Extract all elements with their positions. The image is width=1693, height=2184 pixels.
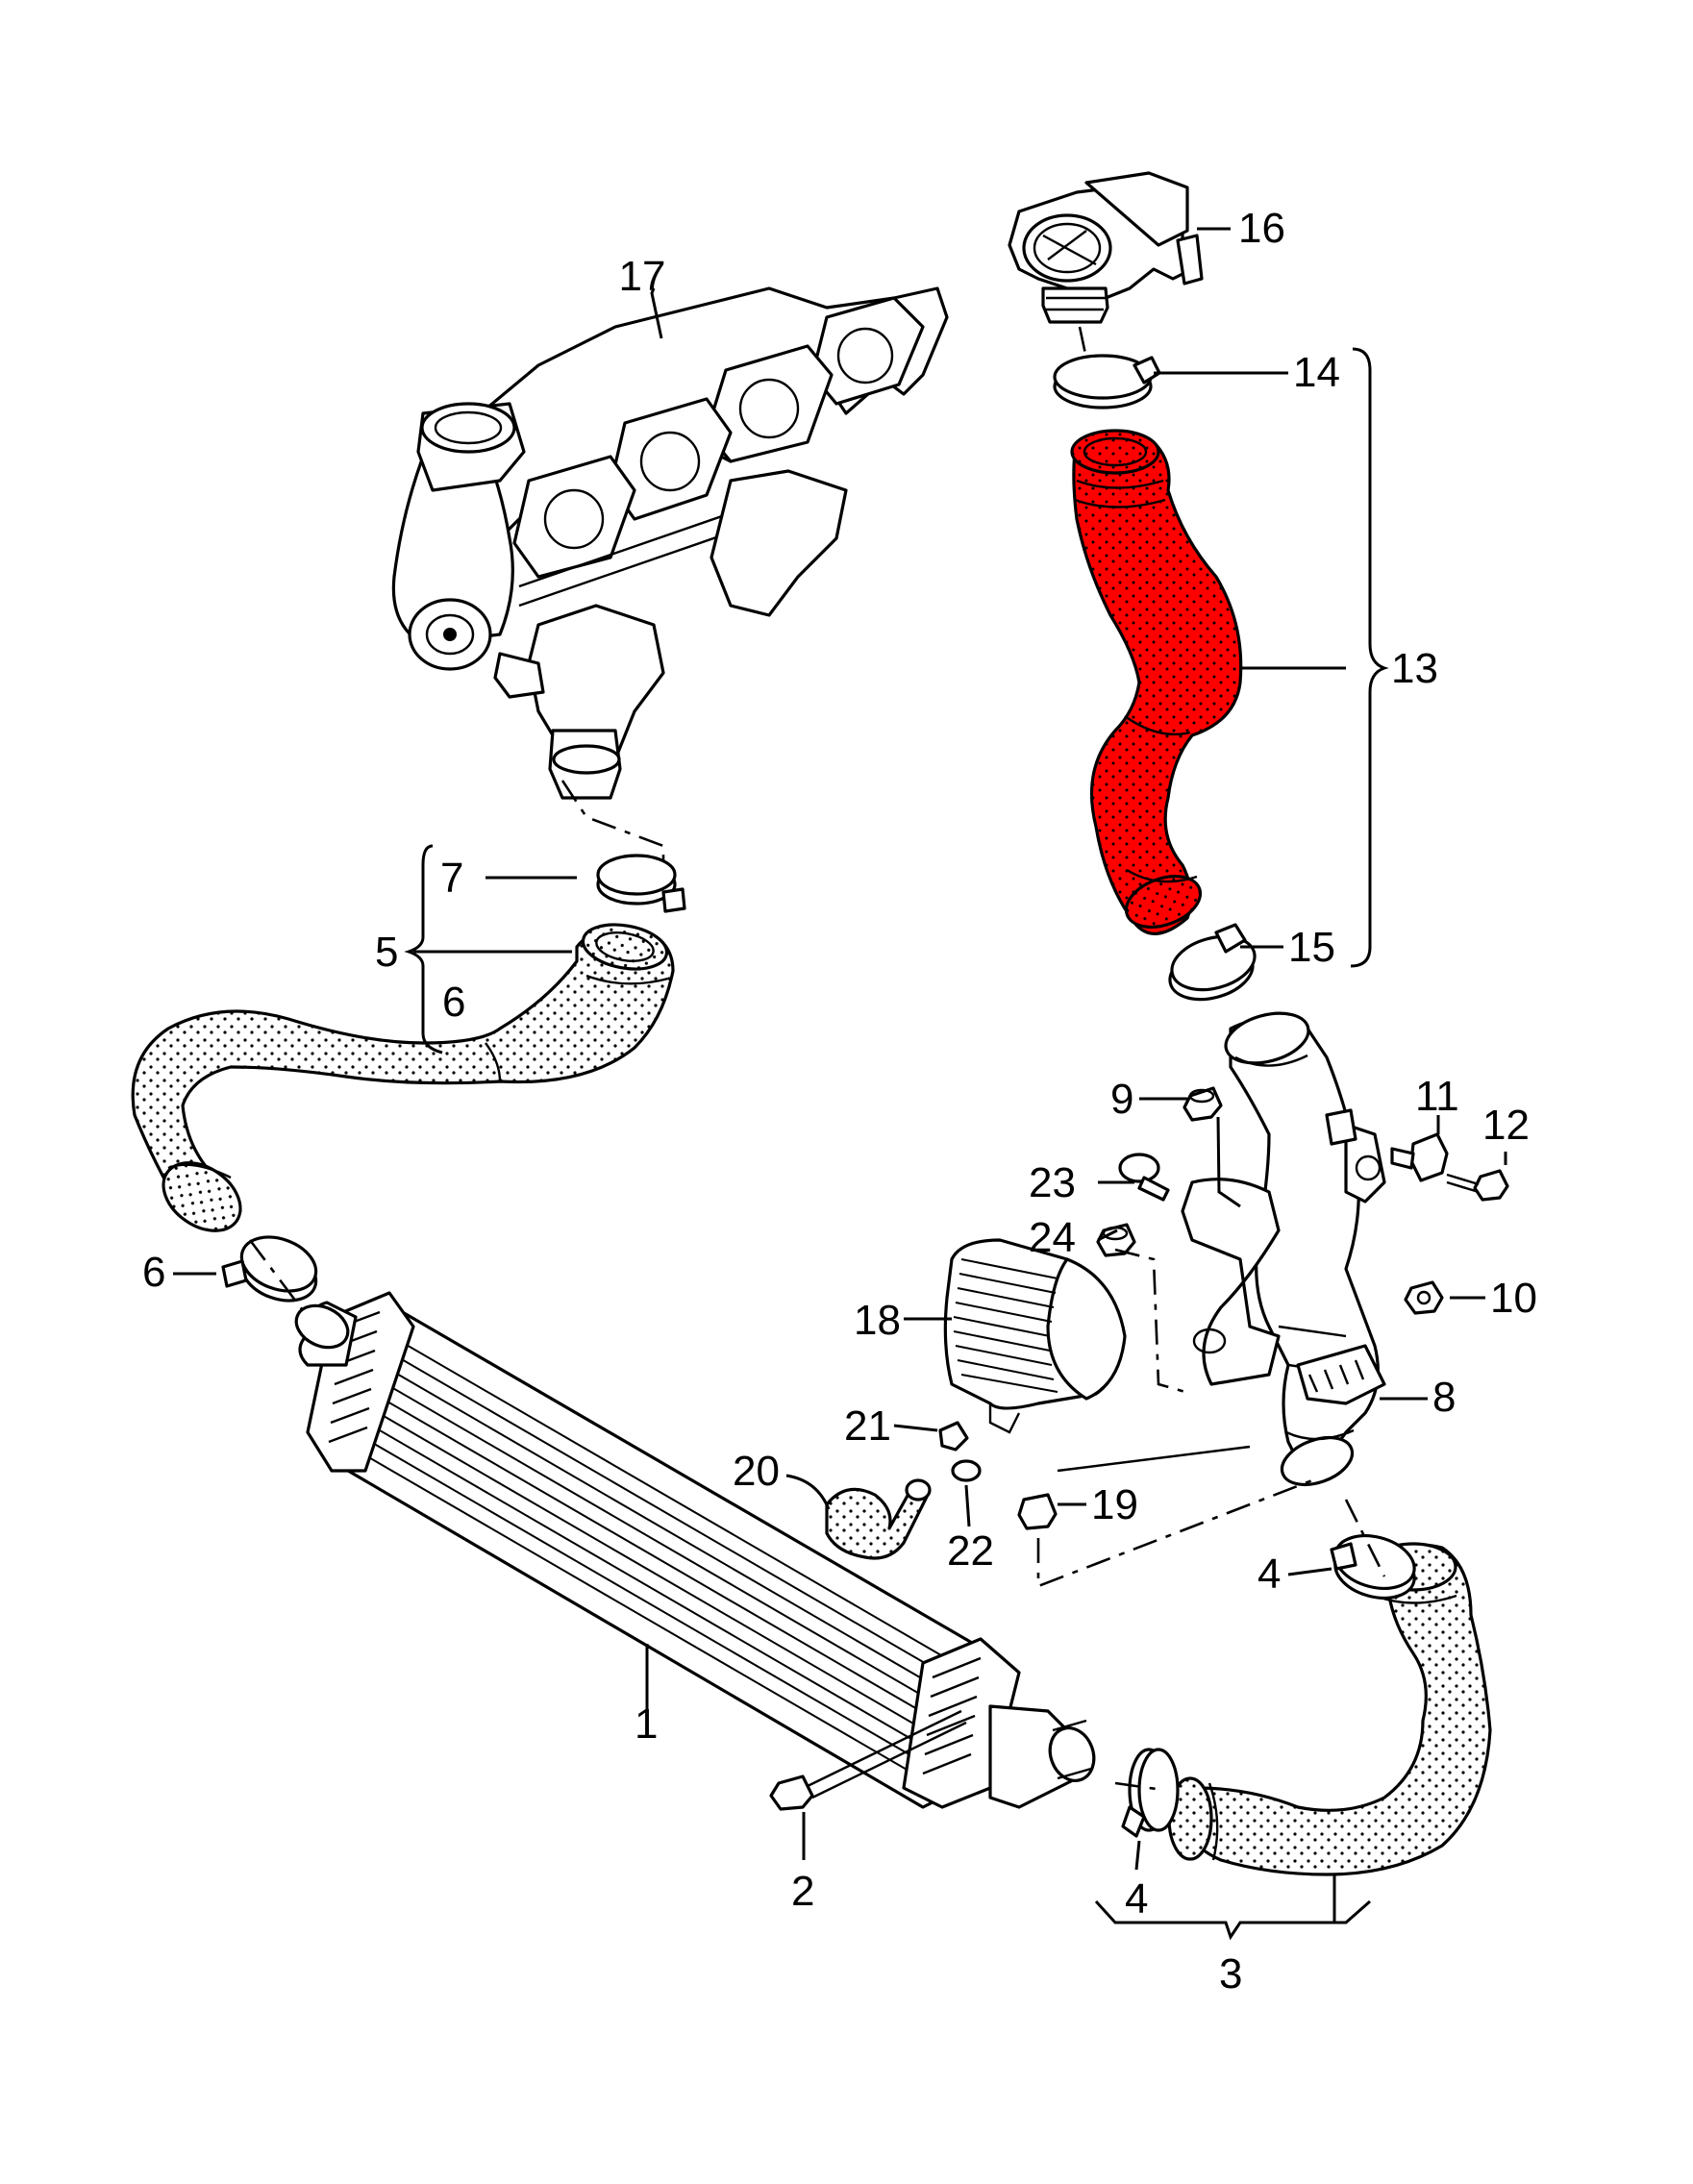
nut-9 — [1183, 1086, 1223, 1122]
intercooler-1 — [294, 1291, 1096, 1809]
clamp-21 — [938, 1421, 969, 1452]
callout-4-upper: 4 — [1257, 1551, 1281, 1598]
callout-9: 9 — [1110, 1076, 1133, 1123]
bolt-12 — [1446, 1169, 1509, 1202]
callout-14: 14 — [1293, 349, 1340, 396]
bolt-2 — [769, 1709, 967, 1811]
throttle-valve-unit — [1008, 171, 1204, 324]
clamp-22 — [951, 1459, 982, 1482]
hose-clamp-4-lower — [1121, 1748, 1180, 1838]
grommet-11 — [1390, 1132, 1449, 1182]
hose-clamp-6 — [221, 1235, 318, 1303]
connecting-pipe-8 — [1181, 1011, 1386, 1487]
callout-13: 13 — [1391, 645, 1438, 692]
callout-21: 21 — [844, 1402, 891, 1450]
nut-19 — [1017, 1493, 1058, 1530]
callout-3: 3 — [1219, 1950, 1242, 1998]
callout-12: 12 — [1482, 1102, 1530, 1149]
callout-22: 22 — [947, 1527, 994, 1575]
turbocharger-manifold — [391, 286, 949, 800]
hose-clamp-15 — [1168, 923, 1257, 1002]
pressure-hose-13 — [1070, 429, 1243, 935]
callout-8: 8 — [1432, 1374, 1456, 1421]
bolt-23 — [1118, 1153, 1170, 1202]
callout-6-lower: 6 — [142, 1249, 165, 1296]
callout-5: 5 — [375, 929, 398, 976]
callout-7: 7 — [440, 855, 463, 902]
callout-11: 11 — [1415, 1073, 1459, 1120]
callout-20: 20 — [733, 1448, 780, 1495]
pressure-hose-6 — [131, 923, 675, 1232]
hose-clamp-14 — [1053, 354, 1161, 410]
callout-15: 15 — [1288, 924, 1335, 971]
leader-lines — [173, 227, 1507, 1941]
nut-24 — [1096, 1223, 1136, 1257]
callout-4-lower: 4 — [1125, 1875, 1148, 1923]
callout-19: 19 — [1091, 1481, 1138, 1528]
nut-10 — [1404, 1280, 1444, 1315]
callout-6-upper: 6 — [442, 979, 465, 1026]
callout-10: 10 — [1490, 1275, 1537, 1322]
callout-23: 23 — [1029, 1159, 1076, 1206]
pressure-hose-3 — [1167, 1542, 1492, 1876]
hose-clamp-4-upper — [1330, 1534, 1416, 1600]
silencer-18 — [943, 1238, 1127, 1434]
callout-2: 2 — [791, 1868, 814, 1915]
callout-labels: 17 16 14 13 15 7 5 6 6 9 11 12 23 24 10 … — [142, 205, 1537, 1998]
hose-clamp-7 — [596, 854, 686, 913]
callout-1: 1 — [635, 1700, 658, 1748]
hose-20 — [825, 1478, 932, 1560]
callout-24: 24 — [1029, 1214, 1076, 1261]
callout-18: 18 — [854, 1297, 901, 1344]
callout-17: 17 — [619, 253, 666, 300]
callout-16: 16 — [1238, 205, 1285, 252]
